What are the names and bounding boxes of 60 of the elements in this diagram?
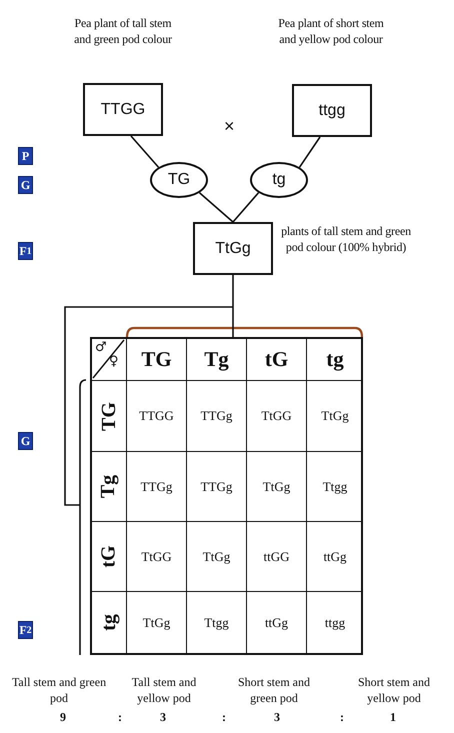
punnett-square-grid bbox=[90, 337, 363, 655]
genotype-box bbox=[83, 83, 163, 136]
gamete-row-header: tG bbox=[92, 522, 127, 592]
cross-sign: × bbox=[224, 116, 235, 137]
connector-line bbox=[198, 192, 234, 223]
ratio-text: 3 bbox=[160, 710, 166, 726]
genotype-cell: ttGG bbox=[247, 522, 307, 592]
ratio-text: : bbox=[340, 710, 344, 726]
connector-line bbox=[130, 135, 160, 168]
phenotype-text: Tall stem and yellow pod bbox=[130, 675, 198, 706]
gamete-header: Tg bbox=[187, 339, 247, 381]
ratio-text: 1 bbox=[390, 710, 396, 726]
connector-line bbox=[298, 136, 321, 168]
gamete-row-header: tg bbox=[92, 592, 127, 653]
genotype-cell: TTGG bbox=[127, 381, 187, 452]
stage-badge: G bbox=[18, 176, 33, 194]
phenotype-text: Short stem and green pod bbox=[237, 675, 311, 706]
plant-description: Pea plant of tall stem and green pod colour bbox=[73, 16, 173, 48]
sex-symbol: ♀ bbox=[109, 355, 119, 368]
genotype-cell: TtGg bbox=[307, 381, 363, 452]
genotype-cell: TtGg bbox=[187, 522, 247, 592]
stage-badge: G bbox=[18, 432, 33, 450]
genotype-text: TtGg bbox=[215, 240, 251, 258]
ratio-text: 3 bbox=[274, 710, 280, 726]
genotype-cell: TTGg bbox=[187, 452, 247, 522]
ratio-text: : bbox=[222, 710, 226, 726]
gamete-row-header: TG bbox=[92, 381, 127, 452]
genotype-cell: TTGg bbox=[127, 452, 187, 522]
gamete-row-header: Tg bbox=[92, 452, 127, 522]
gamete-header: tG bbox=[247, 339, 307, 381]
genotype-cell: TtGG bbox=[127, 522, 187, 592]
genotype-cell: TtGg bbox=[247, 452, 307, 522]
genotype-text: tg bbox=[272, 171, 286, 189]
genotype-text: TTGG bbox=[100, 100, 146, 118]
genotype-text: ttgg bbox=[318, 102, 346, 120]
plant-description: plants of tall stem and green pod colour (100% hybrid) bbox=[280, 224, 412, 256]
genotype-cell-text: ttgg bbox=[324, 614, 346, 632]
plant-description: Pea plant of short stem and yellow pod colour bbox=[277, 16, 385, 48]
ratio-text: 9 bbox=[60, 710, 66, 726]
connector-line bbox=[232, 192, 260, 223]
phenotype-text: Tall stem and green pod bbox=[11, 675, 107, 706]
gamete-header: tg bbox=[307, 339, 363, 381]
genotype-box bbox=[292, 84, 372, 137]
stage-badge: P bbox=[18, 147, 33, 165]
gamete-ellipse bbox=[150, 162, 208, 198]
genotype-cell: Ttgg bbox=[307, 452, 363, 522]
genotype-cell: TtGg bbox=[127, 592, 187, 653]
ratio-text: : bbox=[118, 710, 122, 726]
genotype-cell: TtGG bbox=[247, 381, 307, 452]
gamete-ellipse bbox=[250, 162, 308, 198]
phenotype-text: Short stem and yellow pod bbox=[357, 675, 431, 706]
genotype-box bbox=[193, 222, 273, 275]
genotype-cell: ttGg bbox=[247, 592, 307, 653]
connector-line bbox=[232, 275, 234, 337]
genotype-text: TG bbox=[168, 171, 190, 189]
sex-symbol: ♂ bbox=[95, 341, 107, 354]
genotype-cell: TTGg bbox=[187, 381, 247, 452]
genotype-cell: Ttgg bbox=[187, 592, 247, 653]
gamete-header: TG bbox=[127, 339, 187, 381]
genotype-cell: ttGg bbox=[307, 522, 363, 592]
